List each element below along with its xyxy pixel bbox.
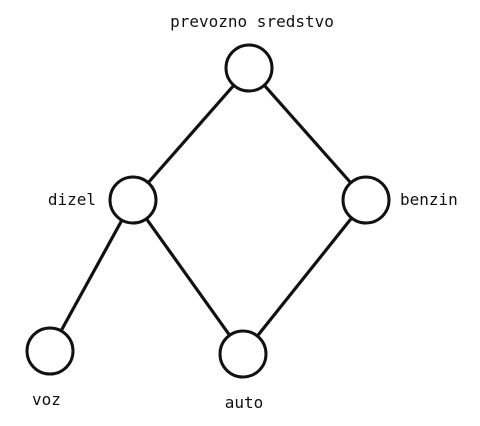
- node-benzin: [341, 175, 391, 225]
- edge-benzin-auto: [241, 198, 368, 356]
- edge-prevozno-sredstvo-dizel: [131, 66, 251, 202]
- node-auto: [218, 329, 268, 379]
- edge-prevozno-sredstvo-benzin: [247, 66, 368, 202]
- node-dizel: [108, 175, 158, 225]
- node-voz: [25, 326, 75, 376]
- label-auto: auto: [225, 393, 264, 412]
- label-voz: voz: [32, 390, 61, 409]
- node-prevozno-sredstvo: [224, 43, 274, 93]
- label-benzin: benzin: [400, 190, 458, 209]
- edge-dizel-voz: [48, 198, 135, 353]
- edge-dizel-auto: [131, 198, 245, 356]
- label-prevozno-sredstvo: prevozno sredstvo: [170, 12, 334, 31]
- label-dizel: dizel: [48, 190, 96, 209]
